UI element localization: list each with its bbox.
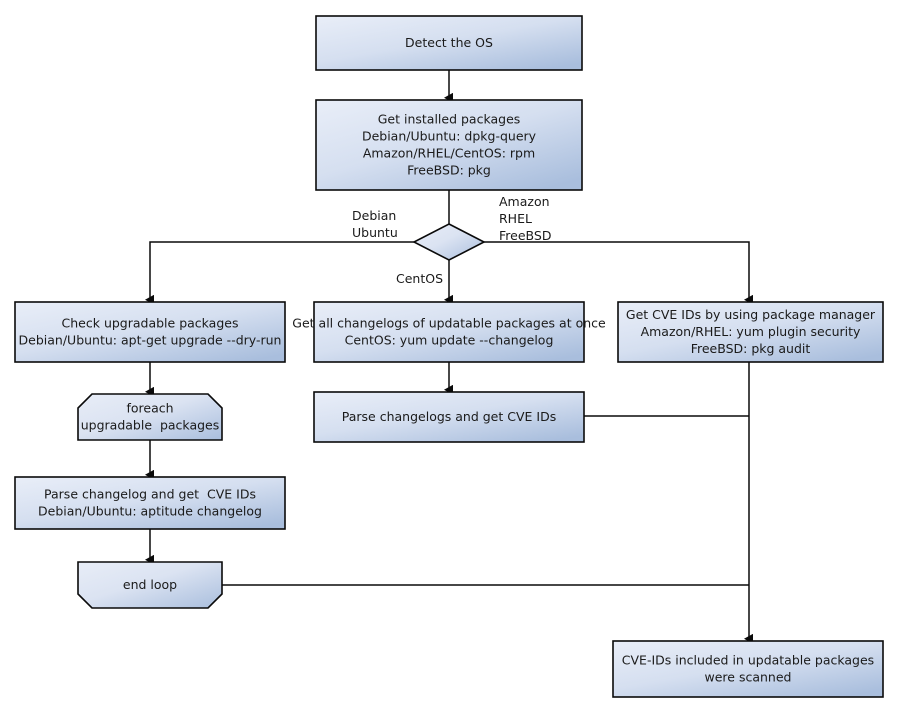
node-get-all-changelogs: Get all changelogs of updatable packages… xyxy=(292,301,606,363)
node-body xyxy=(315,15,583,71)
node-body xyxy=(612,640,884,698)
node-body xyxy=(412,223,486,261)
node-label: Parse changelogs and get CVE IDs xyxy=(342,409,556,424)
node-label: end loop xyxy=(123,577,177,592)
connector-decision-to-right xyxy=(484,241,753,305)
node-body xyxy=(77,393,223,441)
edge-label-label-centos: CentOS xyxy=(396,271,443,286)
node-body xyxy=(617,301,884,363)
node-end-loop: end loop xyxy=(77,561,223,609)
edge-layer xyxy=(145,70,753,644)
node-body xyxy=(313,301,585,363)
connector-decision-to-left xyxy=(145,241,414,305)
node-label: Detect the OS xyxy=(405,35,493,50)
node-body xyxy=(14,301,286,363)
node-os-decision xyxy=(412,223,486,261)
node-parse-changelogs-cve-ids: Parse changelogs and get CVE IDs xyxy=(313,391,585,443)
node-detect-os: Detect the OS xyxy=(315,15,583,71)
node-body xyxy=(77,561,223,609)
node-body xyxy=(315,99,583,191)
node-body xyxy=(313,391,585,443)
node-body xyxy=(14,476,286,530)
node-label: Get all changelogs of updatable packages… xyxy=(292,315,606,347)
